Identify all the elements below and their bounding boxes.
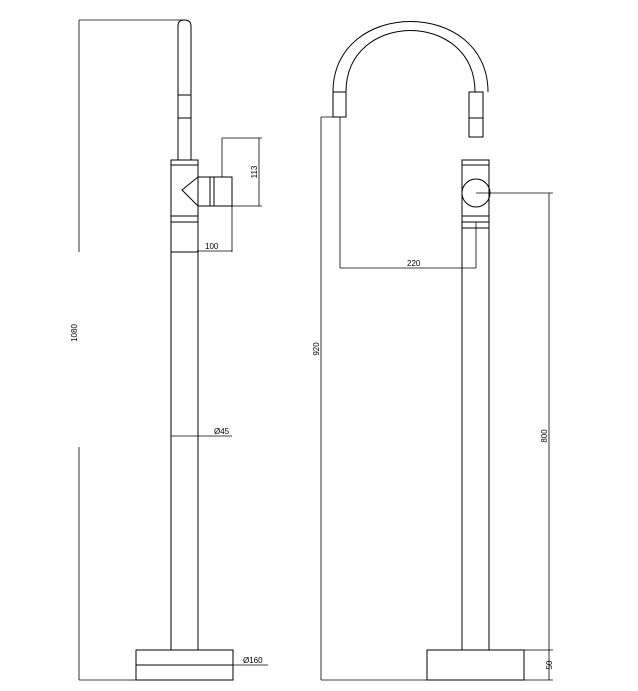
pipe-diameter-dimension-label: Ø45 xyxy=(214,427,230,436)
mixer-body xyxy=(170,159,199,223)
spout-reach-dimension-label: 220 xyxy=(407,259,421,268)
spout-joint-right xyxy=(468,91,484,138)
mixer-body-front xyxy=(461,159,490,223)
spout-nozzle-left xyxy=(332,91,347,118)
lever-cap xyxy=(213,176,233,207)
spout-height-right-dimension-label: 920 xyxy=(312,342,321,356)
gooseneck-outer xyxy=(332,21,489,93)
gooseneck-inner xyxy=(345,30,476,93)
handle-reach-dimension-label: 100 xyxy=(205,242,219,251)
spout-height-dimension-label: 113 xyxy=(250,165,259,178)
left-view-faucet: 1080 113 100 Ø45 Ø160 xyxy=(70,19,268,681)
base-height-dimension-label: 50 xyxy=(545,660,554,669)
handle-height-dimension-label: 800 xyxy=(540,429,549,443)
spout-top-tube xyxy=(177,19,192,160)
base-diameter-dimension-label: Ø160 xyxy=(243,656,263,665)
right-view-faucet: 920 220 800 50 xyxy=(312,21,554,681)
height-dimension-label: 1080 xyxy=(70,324,79,342)
base-plate-front xyxy=(426,649,525,681)
